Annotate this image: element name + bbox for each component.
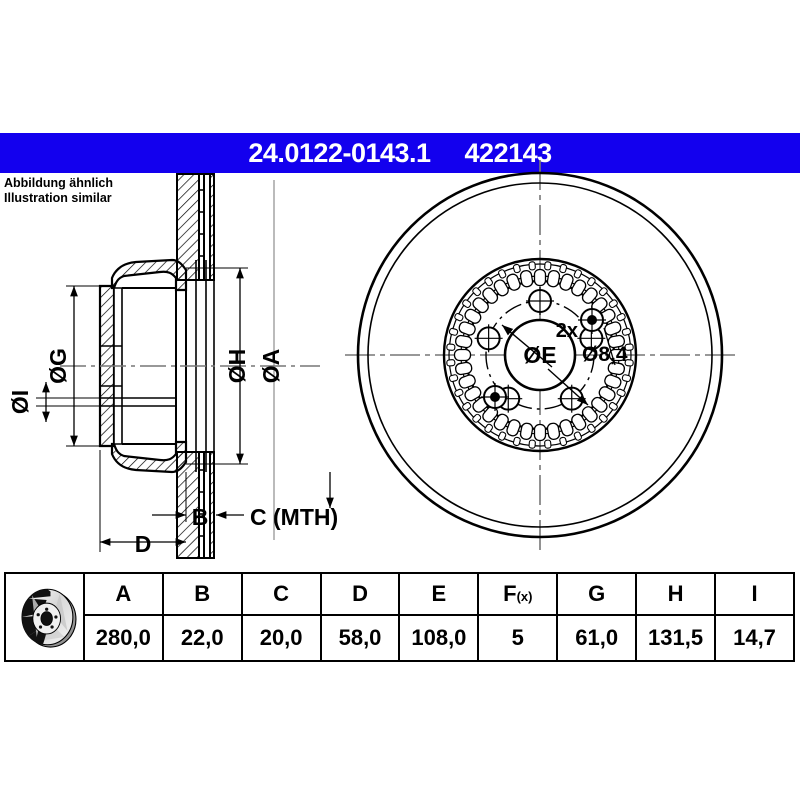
table-header-row: A B C D E F(x) G H I <box>4 572 795 662</box>
disc-outer-edge <box>356 171 724 539</box>
hole-annotation: 2x Ø8,4 <box>556 320 628 366</box>
table-header-C: C <box>240 572 322 616</box>
table-header-A: A <box>82 572 164 616</box>
note-line-en: Illustration similar <box>4 191 112 205</box>
center-bore <box>503 318 577 392</box>
dimension-G: ØG <box>45 285 112 447</box>
label-diameter-I: ØI <box>7 390 33 414</box>
table-header-F: F(x) <box>477 572 559 616</box>
dimension-A: ØA <box>258 180 284 540</box>
table-header-D: D <box>319 572 401 616</box>
part-number-banner: 24.0122-0143.1 422143 <box>0 133 800 173</box>
vent-ring-outer-2 <box>448 263 632 447</box>
label-hole-count: 2x <box>556 320 578 342</box>
dimension-D: D <box>99 450 186 557</box>
label-diameter-A: ØA <box>258 349 284 384</box>
table-header-G: G <box>556 572 638 616</box>
disc-hat-upper <box>110 258 188 292</box>
dimension-B: B <box>152 472 215 530</box>
table-value-row: 280,0 22,0 20,0 58,0 108,0 5 61,0 131,5 … <box>5 614 795 662</box>
hub-flange-bottom <box>176 451 215 559</box>
table-value-E: 108,0 <box>398 614 480 662</box>
dimension-C: C (MTH) <box>216 472 338 530</box>
table-value-C: 20,0 <box>240 614 322 662</box>
part-number: 24.0122-0143.1 <box>248 137 431 168</box>
table-header-B: B <box>161 572 243 616</box>
table-header-F-suffix: (x) <box>516 589 533 604</box>
banner-text: 24.0122-0143.1 422143 <box>248 137 553 169</box>
section-view: ØG ØI ØH ØA <box>7 173 338 559</box>
table-header-I: I <box>714 572 795 616</box>
dimension-I: ØI <box>7 382 100 422</box>
table-value-H: 131,5 <box>635 614 717 662</box>
table-header-F-letter: F <box>503 581 517 606</box>
label-hole-diameter: Ø8,4 <box>582 343 628 366</box>
table-value-A: 280,0 <box>82 614 164 662</box>
disc-hat-lower <box>110 440 188 474</box>
face-view: ØE 2x Ø8,4 <box>345 160 735 550</box>
label-D: D <box>135 531 152 557</box>
friction-ring-steps <box>100 345 176 407</box>
vent-ring-outer <box>442 257 638 453</box>
label-C: C (MTH) <box>250 504 338 530</box>
locating-holes <box>481 306 606 411</box>
label-B: B <box>192 504 209 530</box>
table-value-I: 14,7 <box>714 614 795 662</box>
table-header-H: H <box>635 572 717 616</box>
bolt-circle-leaders <box>501 324 589 406</box>
dimension-H: ØH <box>186 267 250 465</box>
note-line-de: Abbildung ähnlich <box>4 176 114 190</box>
table-value-G: 61,0 <box>556 614 638 662</box>
dimension-table: A B C D E F(x) G H I 280,0 22,0 20,0 58,… <box>4 572 795 662</box>
brake-disc-photo <box>21 588 77 648</box>
table-value-B: 22,0 <box>161 614 243 662</box>
table-value-F: 5 <box>477 614 559 662</box>
table-header-E: E <box>398 572 480 616</box>
cooling-vanes <box>446 261 634 449</box>
article-number: 422143 <box>464 137 553 168</box>
illustration-similar-note: Abbildung ähnlich Illustration similar <box>4 176 113 206</box>
label-diameter-G: ØG <box>45 348 71 384</box>
thumbnail-cell <box>4 572 85 662</box>
label-diameter-E: ØE <box>523 342 556 368</box>
disc-outer-edge-inner <box>367 182 713 528</box>
label-diameter-H: ØH <box>224 349 250 384</box>
table-value-D: 58,0 <box>319 614 401 662</box>
brake-disc-drawing: ØG ØI ØH ØA <box>7 160 735 559</box>
hub-flange-top <box>176 173 215 281</box>
